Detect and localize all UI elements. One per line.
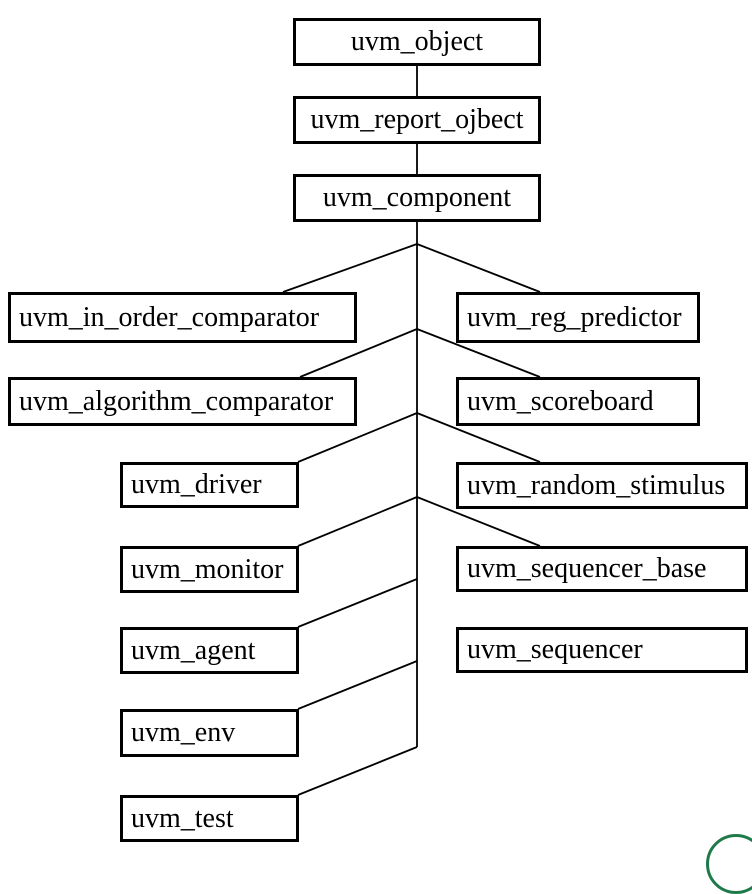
node-uvm-object: uvm_object (293, 18, 541, 66)
edge-sequencer-base (416, 496, 541, 547)
node-uvm-env: uvm_env (120, 709, 299, 757)
edge-agent (297, 578, 418, 628)
connector-lines (282, 66, 541, 796)
node-uvm-algorithm-comparator: uvm_algorithm_comparator (8, 377, 357, 426)
edge-random-stimulus (416, 412, 541, 463)
node-uvm-sequencer: uvm_sequencer (456, 627, 748, 673)
node-uvm-sequencer-base: uvm_sequencer_base (456, 546, 748, 592)
edge-monitor (297, 496, 418, 547)
node-uvm-scoreboard: uvm_scoreboard (456, 377, 700, 426)
node-uvm-in-order-comparator: uvm_in_order_comparator (8, 292, 357, 343)
edge-driver (297, 412, 418, 463)
edge-reg-predictor (416, 243, 541, 293)
node-uvm-monitor: uvm_monitor (120, 546, 299, 593)
edge-algorithm-comparator (299, 328, 418, 378)
node-uvm-reg-predictor: uvm_reg_predictor (456, 292, 700, 343)
node-uvm-driver: uvm_driver (120, 462, 299, 508)
node-uvm-component: uvm_component (293, 174, 541, 222)
edge-in-order-comparator (282, 243, 418, 293)
node-uvm-test: uvm_test (120, 795, 299, 842)
edge-env (297, 660, 418, 710)
edge-test (297, 746, 418, 796)
node-uvm-agent: uvm_agent (120, 627, 299, 674)
node-uvm-report-object: uvm_report_ojbect (293, 96, 541, 144)
edge-scoreboard (416, 328, 541, 378)
node-uvm-random-stimulus: uvm_random_stimulus (456, 462, 748, 509)
corner-logo-icon (706, 834, 752, 894)
